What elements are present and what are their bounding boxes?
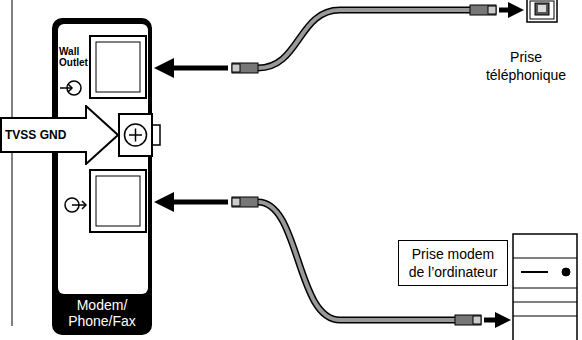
- module-panel: [58, 24, 148, 294]
- rj-plug: [455, 315, 481, 325]
- jack-label: Prise téléphonique: [474, 48, 578, 84]
- rj-plug: [470, 5, 496, 15]
- input-icon: [60, 81, 81, 95]
- rj-jack-inner: [96, 176, 140, 226]
- arrow-outline: [1, 106, 118, 164]
- output-icon: [65, 198, 86, 212]
- rj-jack: [90, 36, 146, 98]
- computer-tower: [513, 234, 577, 340]
- module-housing: Wall OutletModem/ Phone/Fax: [52, 18, 152, 335]
- rj-jack-inner: [96, 42, 140, 92]
- rj-plug: [232, 197, 258, 207]
- ground-label: TVSS GND: [5, 127, 66, 143]
- rj-plug: [232, 63, 258, 73]
- module-housing: [52, 18, 152, 335]
- callout-text: Prise modem de l’ordinateur: [407, 245, 499, 281]
- margin-rule: [12, 0, 13, 326]
- module-name: Modem/ Phone/Fax: [58, 297, 146, 329]
- phone-cable: [258, 10, 472, 68]
- wall-jack: [527, 0, 557, 22]
- ground-screw: [119, 114, 160, 156]
- insert-arrow: [154, 192, 228, 212]
- ground-arrow: TVSS GND: [0, 105, 119, 165]
- callout-box: Prise modem de l’ordinateur: [398, 240, 508, 286]
- port-label: Wall Outlet: [59, 46, 91, 68]
- insert-arrow: [154, 58, 228, 78]
- rj-jack: [90, 170, 146, 232]
- insert-arrow: [484, 312, 511, 328]
- insert-arrow: [499, 2, 524, 18]
